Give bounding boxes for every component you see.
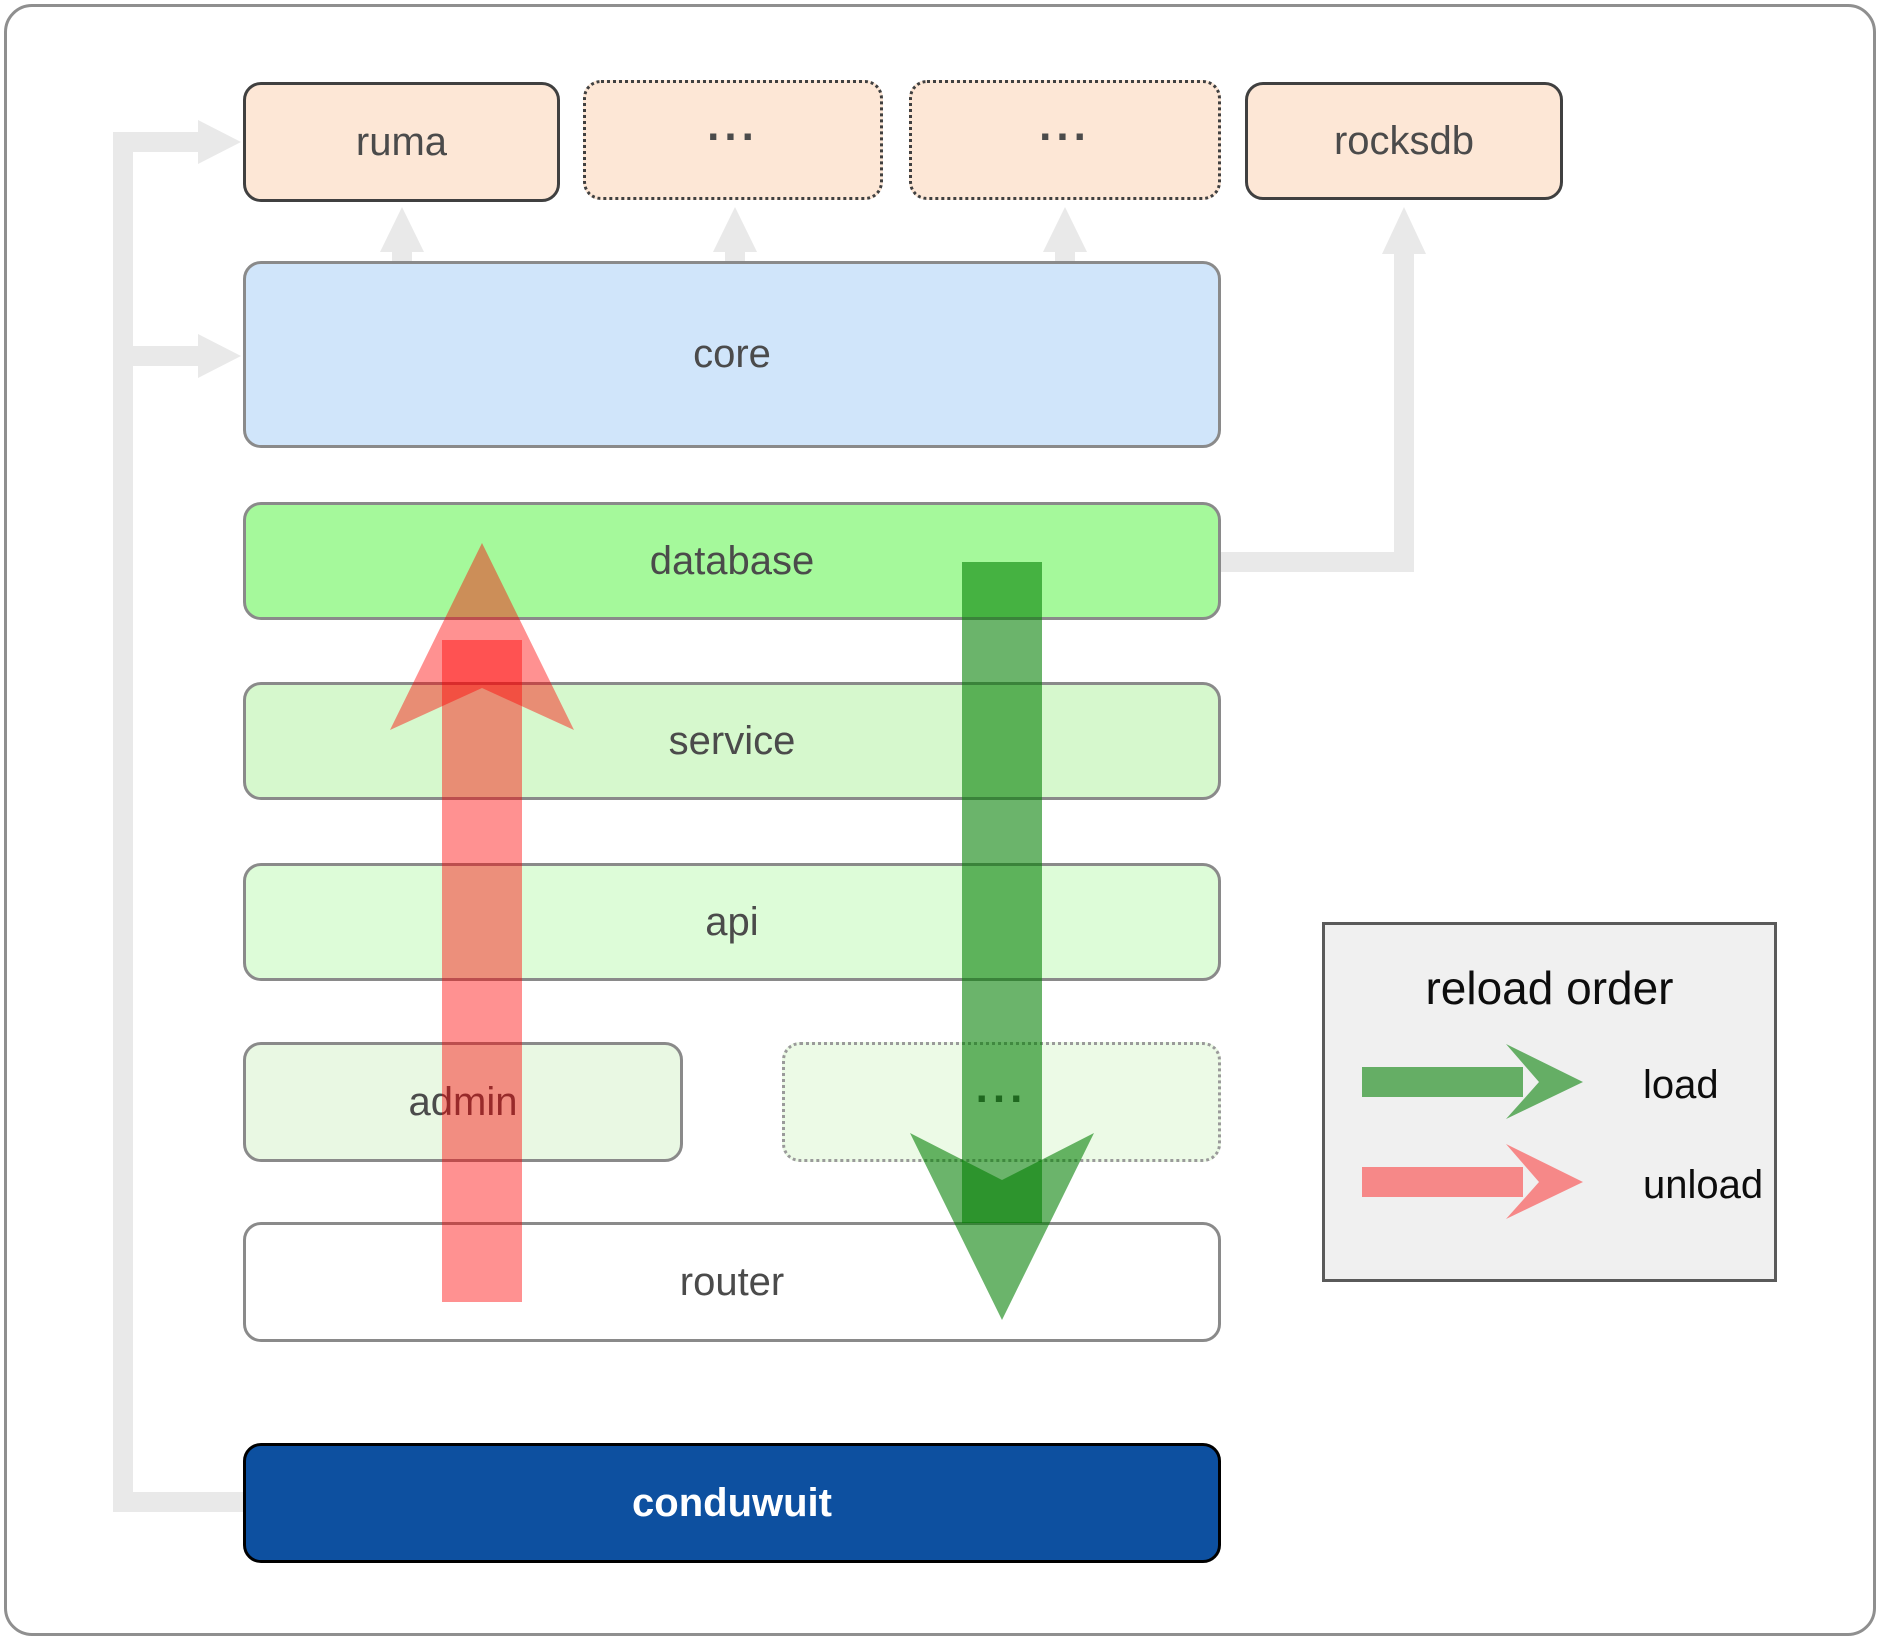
node-ellipsis-3: ... xyxy=(782,1042,1221,1162)
legend-load-label: load xyxy=(1643,1062,1719,1107)
node-router-label: router xyxy=(679,1259,785,1304)
page-border xyxy=(4,4,1876,1636)
node-router: router xyxy=(243,1222,1221,1342)
node-core-label: core xyxy=(693,332,771,376)
node-rocksdb-label: rocksdb xyxy=(1333,118,1475,163)
node-ellipsis-1-label: ... xyxy=(707,101,759,150)
node-ruma-label: ruma xyxy=(355,119,448,164)
node-api-label: api xyxy=(705,899,759,944)
legend-unload-label: unload xyxy=(1643,1162,1764,1207)
node-api: api xyxy=(243,863,1221,981)
node-admin: admin xyxy=(243,1042,683,1162)
node-ellipsis-2: ... xyxy=(909,80,1221,200)
node-core: core xyxy=(243,261,1221,448)
node-service-label: service xyxy=(668,718,796,763)
node-database-label: database xyxy=(649,538,815,583)
node-admin-label: admin xyxy=(408,1079,518,1124)
node-ellipsis-3-label: ... xyxy=(975,1063,1028,1112)
node-database: database xyxy=(243,502,1221,620)
legend-title: reload order xyxy=(1425,962,1674,1014)
node-rocksdb: rocksdb xyxy=(1245,82,1563,200)
node-conduwuit-label: conduwuit xyxy=(632,1480,832,1525)
node-ruma: ruma xyxy=(243,82,560,202)
node-service: service xyxy=(243,682,1221,800)
node-conduwuit: conduwuit xyxy=(243,1443,1221,1563)
node-ellipsis-2-label: ... xyxy=(1039,101,1091,150)
node-ellipsis-1: ... xyxy=(583,80,883,200)
legend-box: reload order load unload xyxy=(1322,922,1777,1282)
